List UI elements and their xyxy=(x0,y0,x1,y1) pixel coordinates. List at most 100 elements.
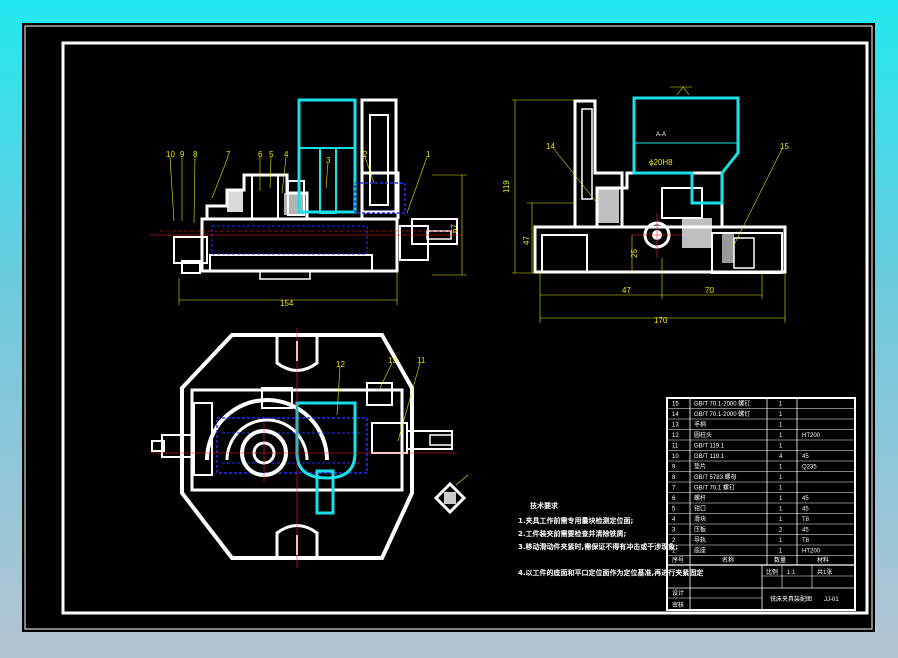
title-block-row-name: 底座 xyxy=(694,547,706,555)
title-block-row-qty: 1 xyxy=(779,517,783,523)
title-block-title: 铣床夹具装配图 xyxy=(770,595,812,603)
front-view xyxy=(150,98,467,305)
title-block-row-no: 9 xyxy=(672,465,676,471)
title-block-drawn: 设计 xyxy=(672,589,684,597)
title-block-row-mat: 45 xyxy=(802,528,809,534)
title-block-row-no: 4 xyxy=(672,517,676,523)
title-block-row-qty: 1 xyxy=(779,402,783,408)
tech-requirement-2: 2.工件装夹前需要检查并清除铁屑; xyxy=(518,529,627,538)
title-block-row-name: GB/T 5783 螺母 xyxy=(694,473,737,481)
title-block-row-qty: 1 xyxy=(779,465,783,471)
title-block-row-qty: 2 xyxy=(779,528,783,534)
title-block-row-no: 11 xyxy=(672,444,679,450)
title-block-row-qty: 1 xyxy=(779,423,783,429)
title-block-row-qty: 1 xyxy=(779,475,783,481)
title-block-row-no: 13 xyxy=(672,423,679,429)
title-block-row-qty: 1 xyxy=(779,444,783,450)
tech-requirement-1: 1.夹具工作前需专用量块检测定位面; xyxy=(518,516,634,525)
title-block-row-name: GB/T 119.1 xyxy=(694,444,725,450)
tech-requirement-4: 4.以工件的底面和平口定位面作为定位基准,再进行夹紧固定 xyxy=(518,568,703,577)
balloon-4: 4 xyxy=(284,150,289,159)
title-block-row-no: 15 xyxy=(672,402,679,408)
title-block-row-mat: T8 xyxy=(802,517,810,523)
title-block-header-qty: 数量 xyxy=(774,556,786,564)
dim-170: 170 xyxy=(654,316,668,325)
dim-67: 67 xyxy=(450,224,459,233)
title-block-row-name: 螺杆 xyxy=(694,494,706,502)
dim-25: 25 xyxy=(630,249,639,258)
title-block-header-mat: 材料 xyxy=(817,556,829,564)
title-block-row-name: GB/T 119.1 xyxy=(694,454,725,460)
title-block-sheet: 共1张 xyxy=(817,568,832,576)
title-block-row-name: GB/T 70.1-2000 螺钉 xyxy=(694,400,750,408)
title-block-row-name: 垫片 xyxy=(694,463,706,471)
inner-frame xyxy=(61,41,869,615)
title-block-row-mat: T8 xyxy=(802,538,810,544)
title-block-row-no: 14 xyxy=(672,412,679,418)
title-block-row-no: 1 xyxy=(672,549,676,555)
tech-requirements-title: 技术要求 xyxy=(530,501,559,510)
balloon-8: 8 xyxy=(193,150,198,159)
title-block-row-name: 滑块 xyxy=(694,515,706,523)
title-block-row-qty: 1 xyxy=(779,538,783,544)
dim-47-vertical: 47 xyxy=(522,236,531,245)
balloon-13: 13 xyxy=(388,356,397,365)
title-block-row-no: 6 xyxy=(672,496,676,502)
balloon-7: 7 xyxy=(226,150,231,159)
title-block-row-mat: 45 xyxy=(802,496,809,502)
title-block-header-name: 名称 xyxy=(722,556,734,564)
title-block-row-no: 10 xyxy=(672,454,679,460)
title-block-row-mat: Q235 xyxy=(802,465,817,471)
title-block-row-name: 导轨 xyxy=(694,536,706,544)
balloon-14: 14 xyxy=(546,142,555,151)
title-block-row-mat: HT200 xyxy=(802,433,821,439)
title-block-row-name: 圆柱头 xyxy=(694,431,712,439)
title-block-row-mat: 45 xyxy=(802,454,809,460)
dim-119: 119 xyxy=(502,180,511,193)
title-block-header-no: 序号 xyxy=(672,556,684,564)
dim-70: 70 xyxy=(705,286,714,295)
drawing-canvas[interactable]: 154 67 10 9 8 7 6 5 4 3 2 1 xyxy=(22,23,875,632)
title-block-row-no: 8 xyxy=(672,475,676,481)
title-block-row-no: 5 xyxy=(672,507,676,513)
plan-view xyxy=(150,328,457,568)
title-block-row-name: GB/T 70.1 螺钉 xyxy=(694,484,735,492)
balloon-5: 5 xyxy=(269,150,274,159)
title-block-scale: 1:1 xyxy=(787,570,796,576)
section-label: A-A xyxy=(656,132,666,138)
title-block-code: JJ-01 xyxy=(824,597,839,603)
title-block-row-name: GB/T 70.1-2000 螺钉 xyxy=(694,410,750,418)
title-block-row-no: 12 xyxy=(672,433,679,439)
dim-154: 154 xyxy=(280,299,294,308)
balloon-15: 15 xyxy=(780,142,789,151)
dim-47-horizontal: 47 xyxy=(622,286,631,295)
title-block-scale-label: 比例 xyxy=(766,568,778,576)
tech-requirement-3: 3.移动滑动件夹紧时,需保证不得有冲击或干涉现象; xyxy=(518,542,678,551)
cad-drawing: 154 67 10 9 8 7 6 5 4 3 2 1 xyxy=(24,25,873,630)
section-view xyxy=(512,86,787,323)
title-block-row-mat: HT200 xyxy=(802,549,821,555)
balloon-11: 11 xyxy=(417,356,426,365)
title-block-row-qty: 1 xyxy=(779,496,783,502)
hole-label: ϕ20H8 xyxy=(649,158,673,167)
title-block-row-mat: 45 xyxy=(802,507,809,513)
outer-frame xyxy=(24,25,873,630)
title-block-row-qty: 1 xyxy=(779,433,783,439)
balloon-6: 6 xyxy=(258,150,263,159)
title-block-row-name: 压板 xyxy=(694,526,706,534)
title-block-row-no: 2 xyxy=(672,538,676,544)
title-block-row-no: 7 xyxy=(672,486,676,492)
balloon-1: 1 xyxy=(426,150,431,159)
balloon-10: 10 xyxy=(166,150,175,159)
balloon-3: 3 xyxy=(326,156,331,165)
balloon-2: 2 xyxy=(363,150,368,159)
title-block-row-no: 3 xyxy=(672,528,676,534)
title-block-row-qty: 1 xyxy=(779,549,783,555)
title-block-row-qty: 4 xyxy=(779,454,783,460)
title-block-checked: 审核 xyxy=(672,601,684,609)
balloon-9: 9 xyxy=(180,150,185,159)
balloon-12: 12 xyxy=(336,360,345,369)
title-block-row-qty: 1 xyxy=(779,507,783,513)
title-block-row-name: 手柄 xyxy=(694,421,706,429)
